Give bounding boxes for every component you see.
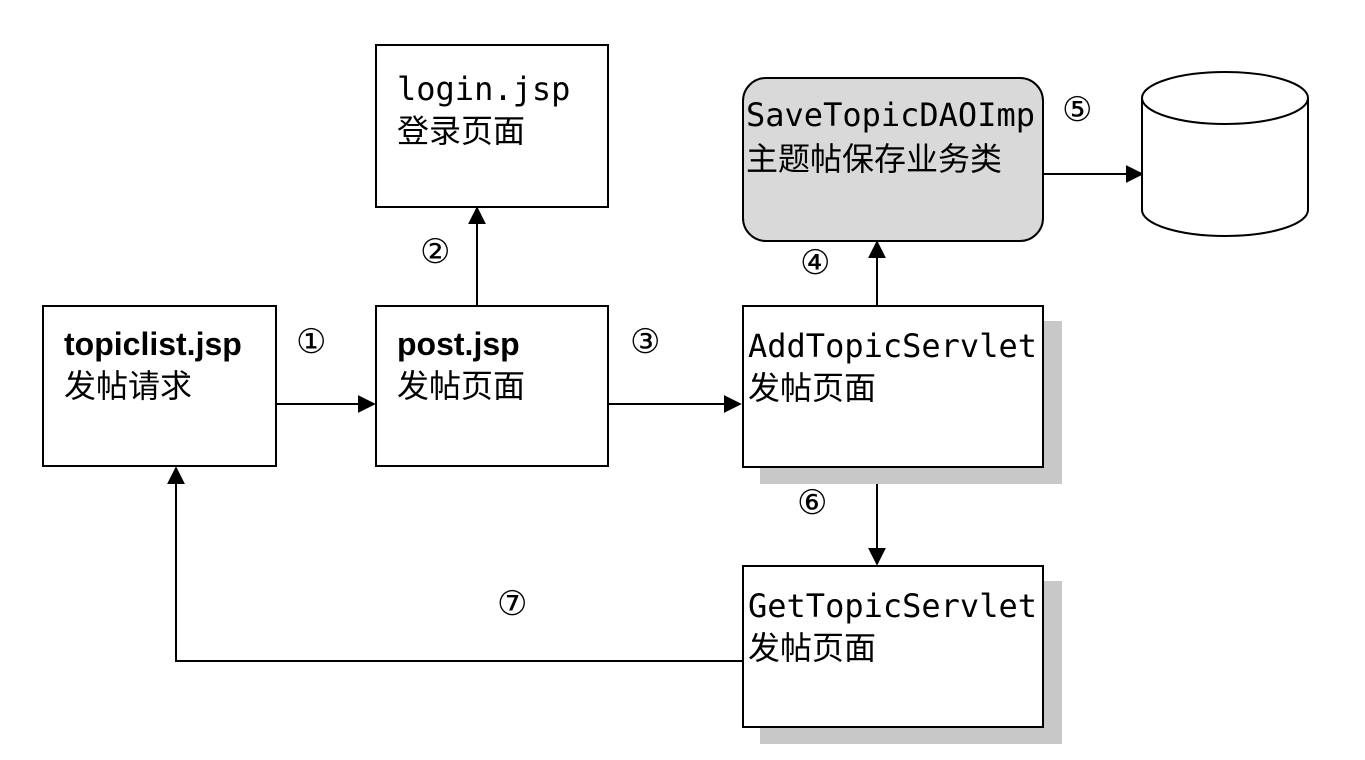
step-6-label: ⑥: [797, 483, 828, 523]
step-3-label: ③: [630, 322, 661, 362]
login-title: login.jsp: [397, 70, 571, 108]
add-topic-servlet-box: AddTopicServlet发帖页面: [742, 305, 1044, 468]
step-4-label: ④: [800, 243, 831, 283]
step-5-label: ⑤: [1062, 90, 1093, 130]
post-box: post.jsp 发帖页面: [375, 305, 609, 467]
login-box: login.jsp 登录页面: [375, 44, 609, 208]
save-topic-dao-box: SaveTopicDAOImp主题帖保存业务类: [742, 77, 1044, 242]
get-topic-servlet-box: GetTopicServlet发帖页面: [742, 565, 1044, 728]
topiclist-title: topiclist.jsp: [64, 326, 242, 362]
post-title: post.jsp: [397, 326, 520, 362]
arrow-get-to-topiclist: [167, 466, 742, 662]
topiclist-box: topiclist.jsp 发帖请求: [42, 305, 277, 467]
login-desc: 登录页面: [397, 113, 526, 149]
add-topic-servlet-text: AddTopicServlet发帖页面: [748, 327, 1037, 407]
save-topic-dao-text: SaveTopicDAOImp主题帖保存业务类: [746, 96, 1035, 178]
get-topic-servlet-text: GetTopicServlet发帖页面: [748, 587, 1037, 667]
step-1-label: ①: [296, 322, 327, 362]
step-7-label: ⑦: [497, 584, 528, 624]
post-desc: 发帖页面: [397, 368, 526, 404]
database-icon: [1141, 71, 1309, 237]
step-2-label: ②: [420, 232, 451, 272]
topiclist-desc: 发帖请求: [64, 368, 193, 404]
